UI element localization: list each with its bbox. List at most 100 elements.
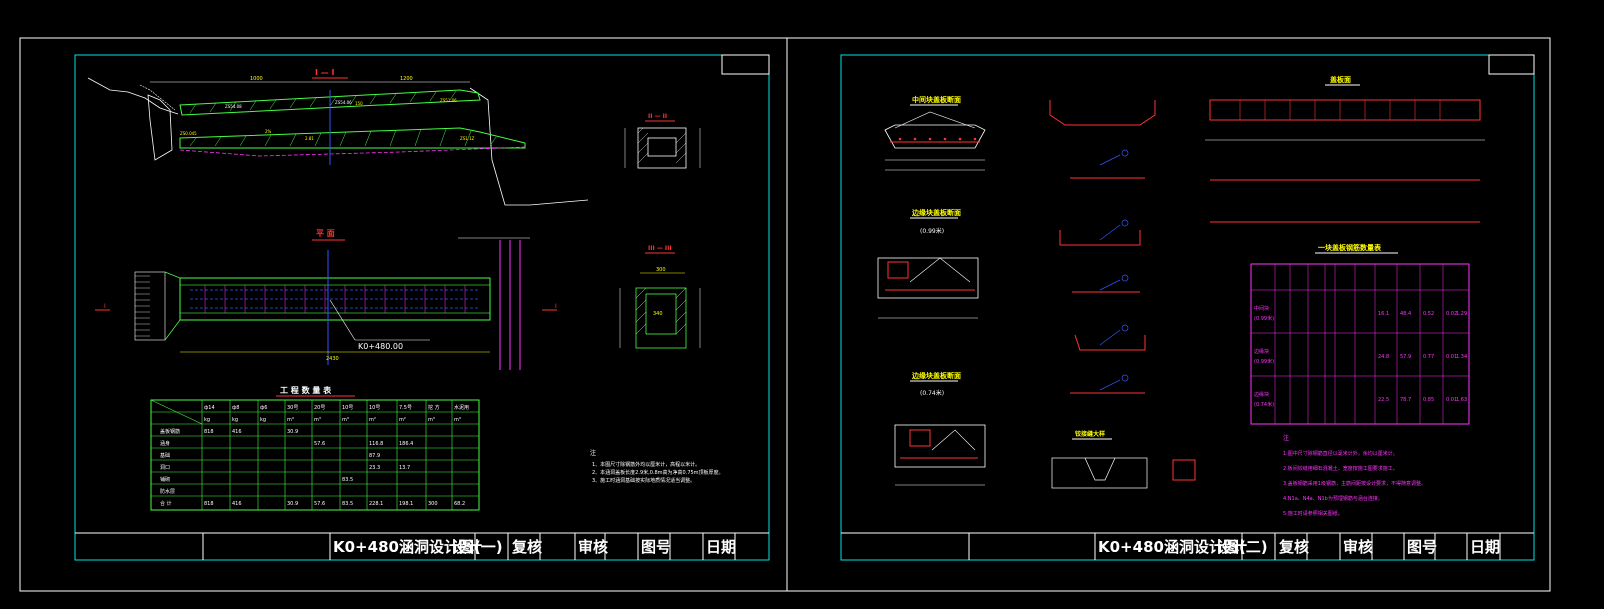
qty-total-cell: 30.9 (287, 501, 298, 507)
sheet-2-design-label: 设计 (1217, 538, 1247, 556)
sheet-1-notes-heading: 注 (590, 449, 596, 457)
sheet-1-approve-label: 审核 (578, 538, 608, 556)
rebar-vol-cell: 1.34 (1456, 354, 1467, 360)
svg-text:ZS1.1Z: ZS1.1Z (460, 136, 475, 141)
qty-header-cell: ф8 (232, 405, 239, 411)
svg-text:2%: 2% (265, 129, 272, 134)
section-c-subtitle: (0.74米) (920, 389, 944, 397)
qty-value-cell: 186.4 (399, 441, 413, 447)
rebar-vol-cell: 1.63 (1456, 397, 1467, 403)
sheet-2-title-block: K0+480涵洞设计图(二) 设计 复核 审核 图号 日期 (841, 532, 1534, 560)
qty-unit-cell: m³ (314, 417, 321, 423)
svg-text:ZS54.08: ZS54.08 (225, 104, 242, 109)
qty-unit-cell: kg (260, 417, 266, 423)
qty-header-cell: 20号 (314, 405, 325, 411)
section-a-title: 中间块盖板断面 (912, 95, 961, 104)
qty-row-label: 合 计 (160, 500, 172, 507)
sheet-1-drawing-title: K0+480涵洞设计图(一) (333, 538, 503, 556)
plan-view-station: K0+480.00 (358, 342, 403, 351)
rebar-c40-cell: 0.02 (1446, 311, 1457, 317)
rebar-vol-cell: 1.29 (1456, 311, 1467, 317)
sheet-2-corner-tag (1488, 54, 1535, 75)
qty-header-cell: 挖 方 (428, 404, 440, 411)
rebar-c30-cell: 0.77 (1423, 354, 1434, 360)
quantity-table-title: 工 程 数 量 表 (280, 385, 332, 395)
section-a-drawing: 中间块盖板断面 (884, 95, 986, 171)
sheet-1-note-1: 1、本图尺寸除钢筋外均以厘米计，高程以米计。 (592, 461, 700, 468)
section-c-drawing: 边缘块盖板断面 (0.74米) (894, 371, 986, 486)
qty-value-cell: 818 (204, 429, 214, 435)
sheet-1-note-2: 2、本涵洞盖板长度2.9米,0.8m高为净高0.75m顶板厚度。 (592, 469, 724, 476)
rebar-group-label: 中间块 (1254, 305, 1269, 312)
sheet-2-inner-frame (840, 54, 1535, 561)
sheet-1-drawing-no-label: 图号 (641, 538, 671, 556)
rebar-group-sub: (0.99米) (1254, 315, 1274, 322)
qty-total-cell: 818 (204, 501, 214, 507)
qty-total-cell: 68.2 (454, 501, 465, 507)
qty-unit-cell: m² (369, 417, 376, 423)
qty-total-cell: 228.1 (369, 501, 383, 507)
qty-value-cell: 87.9 (369, 453, 380, 459)
qty-value-cell: 83.5 (342, 477, 353, 483)
section-1-1-drawing: I — I 1000 1200 (87, 68, 589, 206)
sheet-2-note-1: 1.图中尺寸除钢筋直径以毫米计外，余均以厘米计。 (1283, 450, 1398, 457)
qty-unit-cell: m³ (428, 417, 435, 423)
section-2-2-drawing: II — II (624, 113, 701, 169)
outer-frames (19, 37, 1551, 592)
sheet-2-notes-heading: 注 (1283, 434, 1289, 442)
sheet-1-design-label: 设计 (452, 538, 482, 556)
section-3-3-dim-mid: 340 (653, 311, 663, 317)
sheet-2-review-label: 复核 (1278, 538, 1309, 556)
qty-value-cell: 116.8 (369, 441, 383, 447)
section-3-3-drawing: III — III 300 340 (619, 245, 701, 349)
rebar-group-sub: (0.74米) (1254, 401, 1274, 408)
qty-header-cell: 水泥用 (454, 404, 469, 411)
sheet-2-approve-label: 审核 (1343, 538, 1373, 556)
rebar-weight-cell: 57.9 (1400, 354, 1411, 360)
qty-header-cell: 30号 (287, 405, 298, 411)
section-1-1-dim-right: 1200 (400, 76, 413, 82)
rebar-total-cell: 22.5 (1378, 397, 1389, 403)
plan-view-drawing: 平 面 (95, 229, 557, 370)
qty-total-cell: 57.6 (314, 501, 325, 507)
sheet-1: K0+480涵洞设计图(一) 设计 复核 审核 图号 日期 I — I 1000… (74, 54, 770, 561)
sheet-1-title-block: K0+480涵洞设计图(一) 设计 复核 审核 图号 日期 (75, 532, 769, 560)
sheet-1-inner-frame (74, 54, 770, 561)
section-1-1-dim-left: 1000 (250, 76, 263, 82)
qty-row-label: 洞口 (160, 464, 170, 471)
qty-header-cell: ф14 (204, 405, 215, 411)
elevation-drawing: 盖板面 (1205, 75, 1485, 223)
joint-detail-title: 铰接缝大样 (1075, 430, 1105, 438)
qty-total-cell: 198.1 (399, 501, 413, 507)
sheet-2-drawing-no-label: 图号 (1407, 538, 1437, 556)
svg-text:ZS0.045: ZS0.045 (180, 131, 197, 136)
rebar-group-label: 边缘块 (1254, 348, 1269, 355)
section-1-1-title: I — I (315, 68, 335, 77)
qty-unit-cell: m³ (342, 417, 349, 423)
qty-header-cell: ф6 (260, 405, 267, 411)
section-2-2-title: II — II (648, 113, 667, 120)
qty-total-cell: 300 (428, 501, 438, 507)
sheet-2-date-label: 日期 (1470, 538, 1500, 556)
qty-value-cell: 416 (232, 429, 242, 435)
qty-unit-cell: kg (232, 417, 238, 423)
sheet-1-corner-tag (721, 54, 770, 75)
rebar-c30-cell: 0.52 (1423, 311, 1434, 317)
svg-text:2.81: 2.81 (305, 136, 314, 141)
section-b-subtitle: (0.99米) (920, 227, 944, 235)
svg-text:ZS54.06: ZS54.06 (335, 100, 352, 105)
qty-unit-cell: m³ (454, 417, 461, 423)
quantity-table: 工 程 数 量 表 (150, 385, 480, 511)
elevation-title: 盖板面 (1330, 75, 1351, 84)
sheet-2: K0+480涵洞设计图(二) 设计 复核 审核 图号 日期 中间块盖板断面 边缘… (840, 54, 1535, 561)
joint-detail: 铰接缝大样 (1051, 430, 1196, 489)
qty-row-label: 铺砌 (160, 476, 170, 483)
sheet-2-note-5: 5.施工时请参照相关图纸。 (1283, 510, 1343, 517)
plan-view-dim-bottom: 2430 (326, 356, 339, 362)
svg-text:150: 150 (355, 101, 363, 106)
qty-total-cell: 416 (232, 501, 242, 507)
sheet-2-drawing-title: K0+480涵洞设计图(二) (1098, 538, 1268, 556)
qty-value-cell: 30.9 (287, 429, 298, 435)
